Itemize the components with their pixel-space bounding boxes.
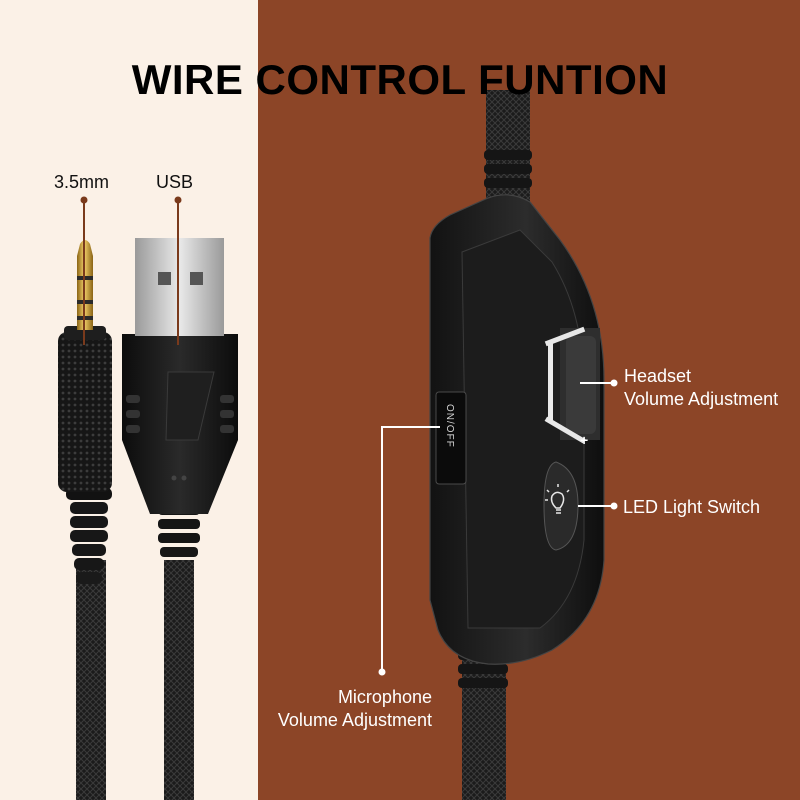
page-title: WIRE CONTROL FUNTION bbox=[131, 56, 669, 103]
jack-label: 3.5mm bbox=[54, 172, 110, 192]
led-switch-label: LED Light Switch bbox=[623, 497, 761, 517]
microphone-volume-label: Microphone Volume Adjustment bbox=[262, 686, 432, 732]
callout-headset bbox=[580, 379, 618, 387]
callout-usb bbox=[174, 196, 182, 345]
jack-strain-relief bbox=[66, 488, 112, 584]
microphone-volume-label-line2: Volume Adjustment bbox=[277, 710, 432, 730]
usb-label: USB bbox=[156, 172, 194, 192]
callout-led bbox=[578, 502, 618, 510]
usb-cable bbox=[164, 560, 194, 800]
usb-metal-shell bbox=[135, 238, 224, 336]
on-off-switch[interactable]: ON/OFF bbox=[435, 391, 467, 485]
led-switch-button[interactable] bbox=[543, 461, 579, 551]
usb-plug bbox=[122, 238, 238, 800]
callout-microphone bbox=[378, 426, 440, 676]
audio-jack bbox=[58, 240, 112, 800]
headset-volume-label-line1: Headset bbox=[624, 366, 692, 386]
callout-jack bbox=[80, 196, 88, 345]
headset-volume-label-line2: Volume Adjustment bbox=[624, 389, 779, 409]
jack-grip bbox=[58, 332, 112, 492]
microphone-volume-label-line1: Microphone bbox=[337, 687, 432, 707]
wire-control-unit: ON/OFF + bbox=[429, 194, 605, 665]
headset-volume-label: Headset Volume Adjustment bbox=[624, 365, 778, 411]
plus-sign: + bbox=[580, 432, 588, 448]
led-bulb-icon bbox=[545, 484, 570, 514]
on-off-label: ON/OFF bbox=[444, 404, 455, 448]
jack-cable bbox=[76, 560, 106, 800]
control-top-relief bbox=[484, 150, 532, 188]
